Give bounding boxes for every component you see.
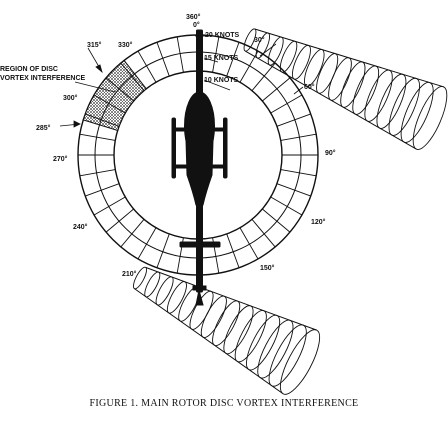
azimuth-label-30: 30° <box>254 37 265 44</box>
vortex-tube-icon <box>133 266 321 395</box>
azimuth-label-300: 300° <box>63 95 78 102</box>
azimuth-label-360: 360° <box>186 14 201 21</box>
speed-label-10-knots: 10 KNOTS <box>204 77 239 84</box>
azimuth-label-285: 285° <box>36 125 51 132</box>
azimuth-label-60: 60° <box>304 84 315 91</box>
region-label-line-2: VORTEX INTERFERENCE <box>0 75 86 82</box>
region-label-line-1: REGION OF DISC <box>0 66 58 73</box>
azimuth-label-150: 150° <box>260 265 275 272</box>
vortex-interference-region <box>82 59 147 132</box>
vortex-tube-icon <box>243 28 448 150</box>
leader-lines <box>59 35 304 128</box>
azimuth-label-90: 90° <box>325 150 336 157</box>
azimuth-label-120: 120° <box>311 219 326 226</box>
azimuth-label-0: 0° <box>193 22 200 29</box>
speed-label-20-knots: 20 KNOTS <box>205 32 240 39</box>
azimuth-label-315: 315° <box>87 42 102 49</box>
helicopter-silhouette-icon <box>171 29 228 306</box>
figure-caption: FIGURE 1. MAIN ROTOR DISC VORTEX INTERFE… <box>89 398 359 409</box>
azimuth-label-270: 270° <box>53 156 68 163</box>
azimuth-label-330: 330° <box>118 42 133 49</box>
speed-label-15-knots: 15 KNOTS <box>204 55 239 62</box>
azimuth-label-240: 240° <box>73 224 88 231</box>
azimuth-label-210: 210° <box>122 271 137 278</box>
